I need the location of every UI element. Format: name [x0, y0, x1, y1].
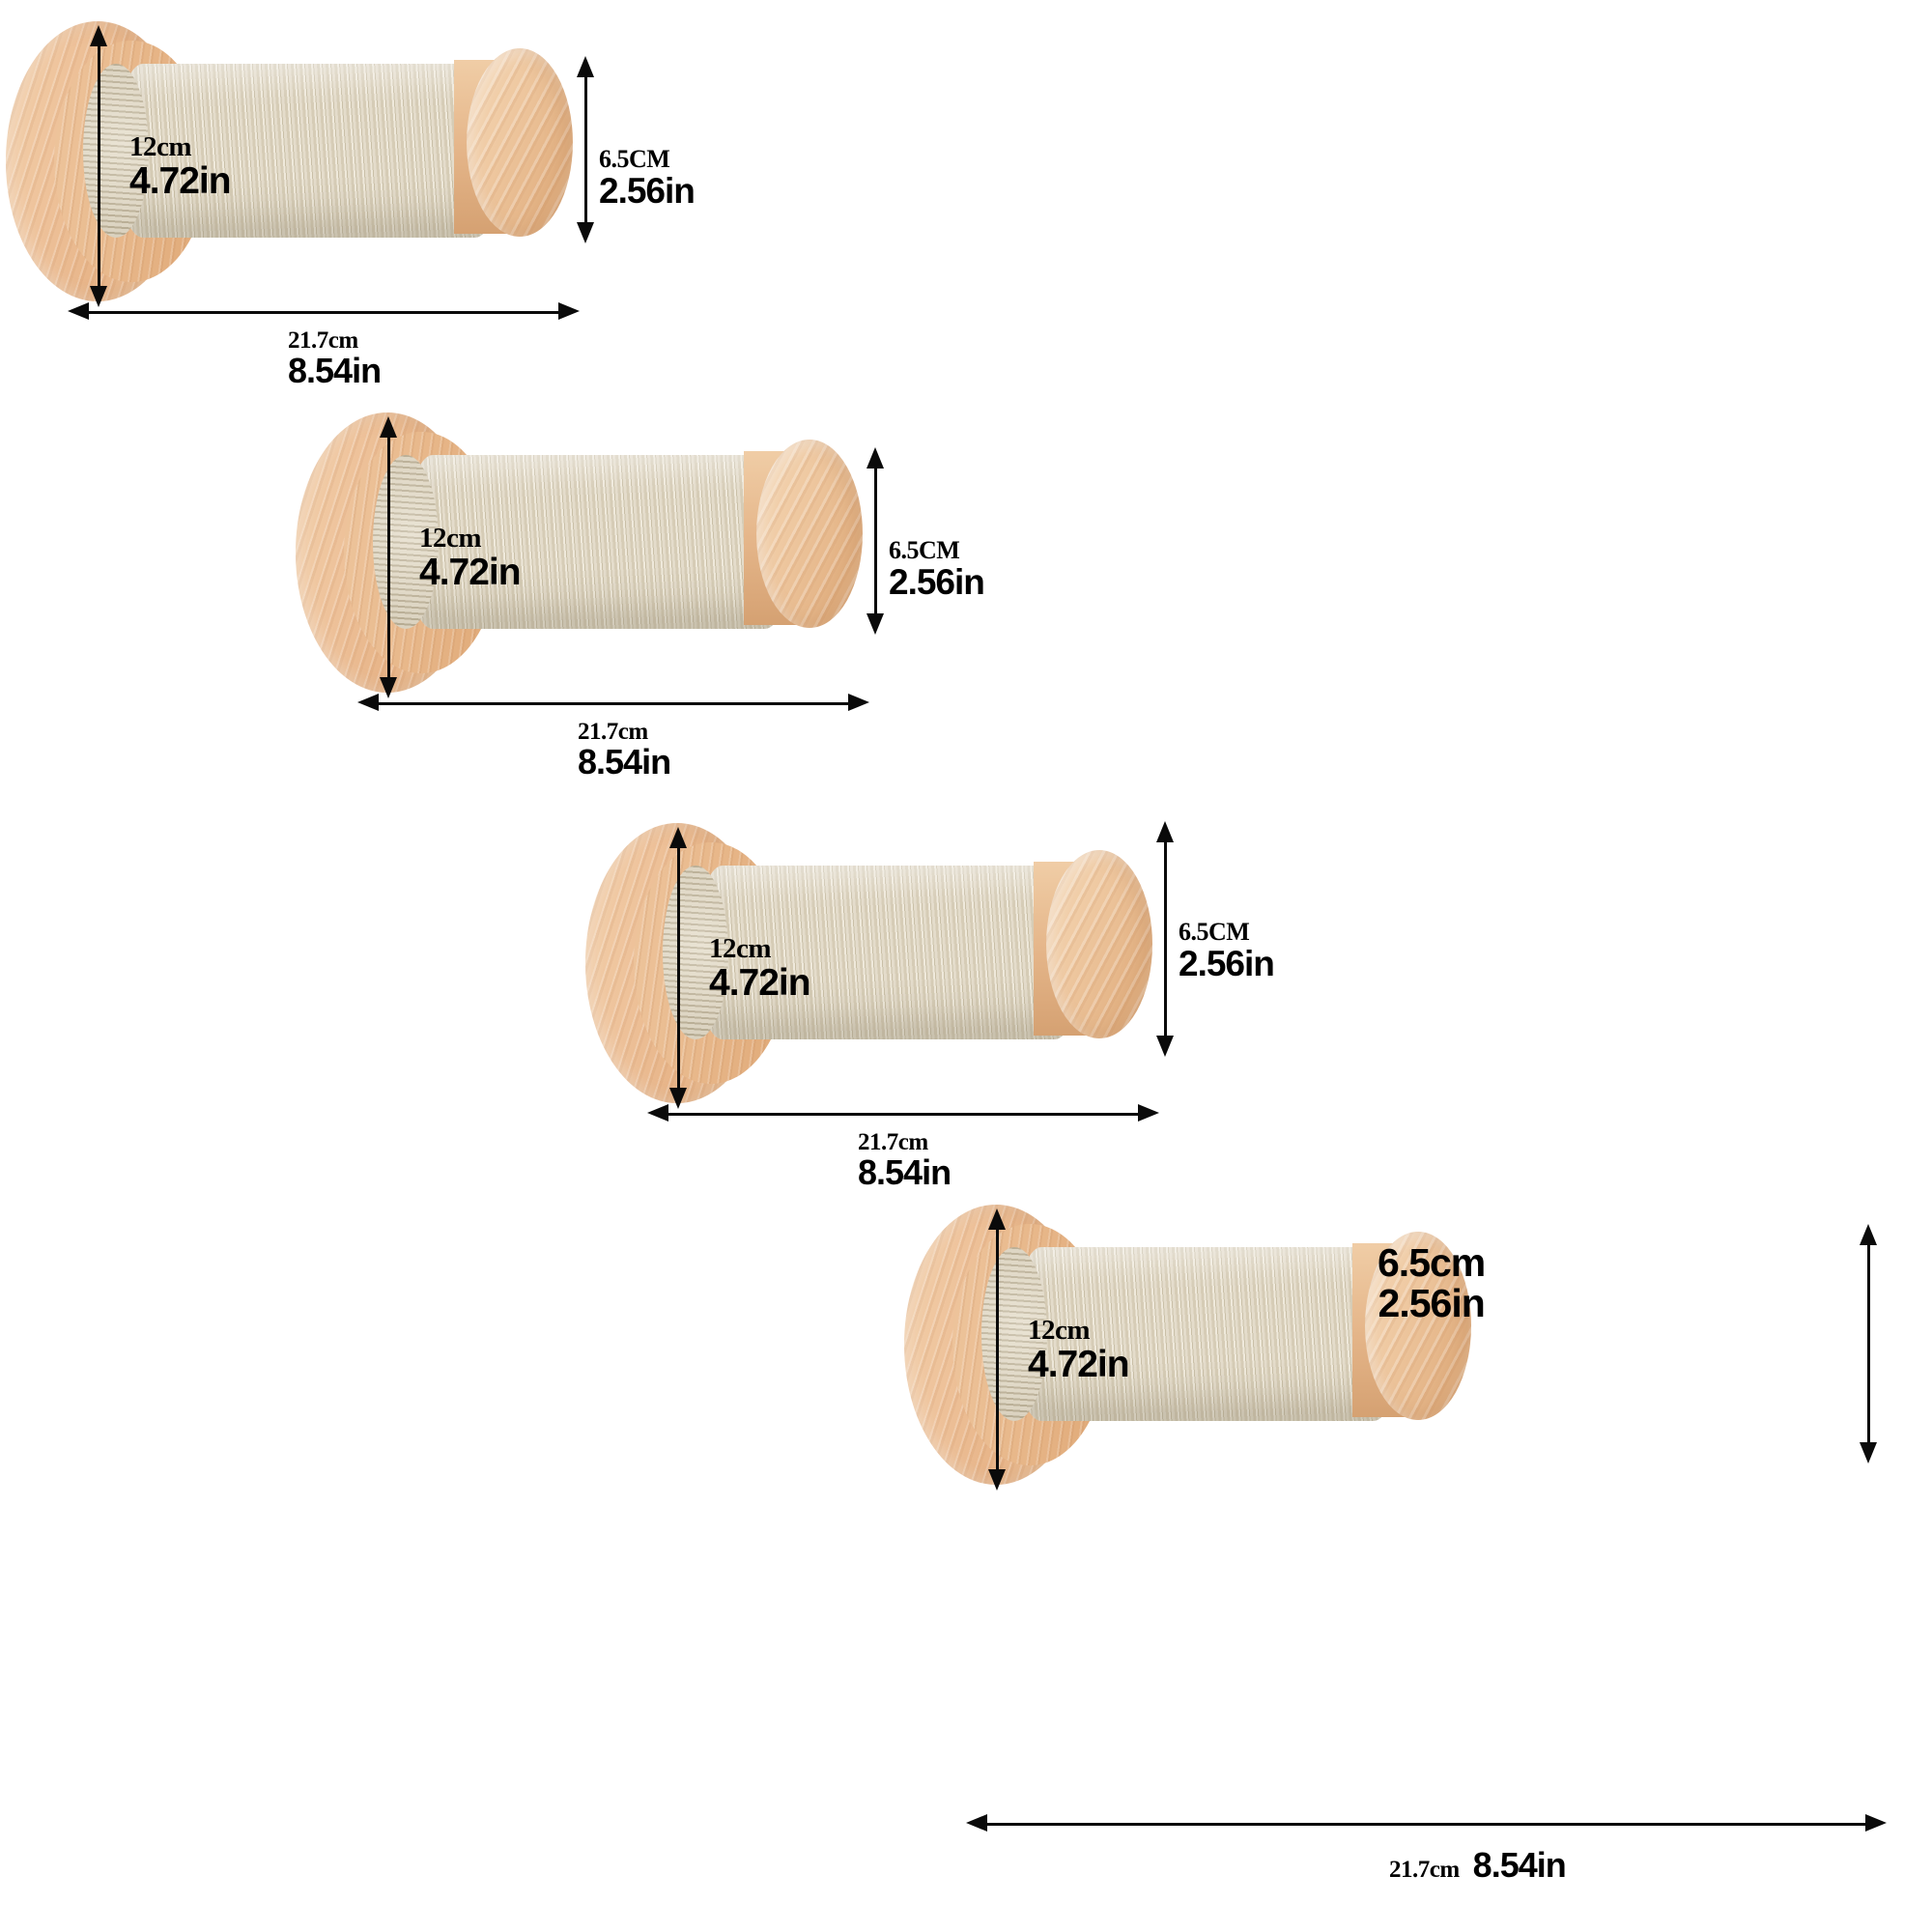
- length-arrowhead-left: [966, 1814, 987, 1832]
- diameter-label-2: 12cm 4.72in: [419, 523, 522, 593]
- endcap-in-value: 2.56in: [1179, 943, 1275, 983]
- endcap-arrowhead-bottom: [867, 613, 884, 635]
- length-arrowhead-right: [1138, 1104, 1159, 1122]
- diameter-cm-value: 12cm: [419, 523, 482, 554]
- length-dimension-line: [983, 1823, 1880, 1826]
- sisal-rope-barrel: [1014, 1247, 1401, 1421]
- sisal-rope-barrel: [696, 866, 1082, 1039]
- length-in-value: 8.54in: [288, 350, 382, 390]
- length-in-value: 8.54in: [578, 741, 671, 781]
- length-cm-value: 21.7cm: [858, 1129, 928, 1155]
- scratcher-unit-2: 12cm 4.72in 6.5CM 2.56in 21.7cm 8.54in: [290, 391, 1082, 894]
- endcap-cm-value: 6.5cm: [1378, 1240, 1486, 1285]
- sisal-rope-barrel: [406, 455, 792, 629]
- length-in-value: 8.54in: [1472, 1845, 1567, 1885]
- diameter-dimension-line: [677, 844, 680, 1097]
- length-arrowhead-right: [1865, 1814, 1887, 1832]
- endcap-cm-value: 6.5CM: [599, 145, 670, 173]
- length-cm-value: 21.7cm: [578, 719, 648, 745]
- length-label-3: 21.7cm 8.54in: [858, 1129, 952, 1192]
- scratcher-unit-1: 12cm 4.72in 6.5CM 2.56in 21.7cm 8.54in: [0, 0, 792, 502]
- endcap-dimension-line: [1164, 840, 1167, 1043]
- scratcher-unit-3: 12cm 4.72in 6.5CM 2.56in 21.7cm 8.54in: [580, 802, 1372, 1304]
- diameter-dimension-line: [98, 43, 100, 296]
- diameter-in-value: 4.72in: [1028, 1343, 1130, 1385]
- endcap-arrowhead-bottom: [1860, 1442, 1877, 1463]
- wood-end-cap: [1365, 1232, 1471, 1420]
- length-dimension-line: [665, 1113, 1152, 1116]
- diameter-in-value: 4.72in: [709, 961, 811, 1004]
- endcap-dimension-line: [584, 75, 587, 230]
- wood-end-cap: [756, 440, 863, 628]
- length-label-2: 21.7cm 8.54in: [578, 719, 671, 781]
- diameter-cm-value: 12cm: [129, 131, 192, 162]
- endcap-in-value: 2.56in: [1378, 1280, 1486, 1325]
- endcap-cm-value: 6.5CM: [1179, 918, 1250, 946]
- wood-end-cap: [467, 48, 573, 237]
- length-label-1: 21.7cm 8.54in: [288, 327, 382, 390]
- length-dimension-line: [85, 311, 573, 314]
- length-cm-value: 21.7cm: [288, 327, 358, 354]
- length-arrowhead-left: [68, 302, 89, 320]
- sisal-rope-end-face: [373, 455, 439, 629]
- diameter-in-value: 4.72in: [419, 551, 522, 593]
- diameter-arrowhead-bottom: [988, 1469, 1006, 1491]
- endcap-in-value: 2.56in: [889, 561, 985, 602]
- endcap-label-4: 6.5cm 2.56in: [1378, 1240, 1486, 1325]
- sisal-rope-barrel: [116, 64, 502, 238]
- diameter-dimension-line: [996, 1226, 999, 1479]
- length-dimension-line: [375, 702, 863, 705]
- scratcher-unit-4: 12cm 4.72in 6.5cm 2.56in 21.7cm 8.54in: [898, 1183, 1932, 1932]
- endcap-cm-value: 6.5CM: [889, 536, 960, 564]
- endcap-arrowhead-bottom: [1156, 1036, 1174, 1057]
- endcap-arrowhead-top: [577, 56, 594, 77]
- diameter-dimension-line: [387, 434, 390, 687]
- diameter-arrowhead-bottom: [380, 677, 397, 698]
- diameter-in-value: 4.72in: [129, 159, 232, 202]
- endcap-arrowhead-bottom: [577, 222, 594, 243]
- diameter-label-3: 12cm 4.72in: [709, 933, 811, 1004]
- diameter-arrowhead-top: [669, 827, 687, 848]
- length-arrowhead-right: [558, 302, 580, 320]
- length-arrowhead-left: [647, 1104, 668, 1122]
- sisal-rope-end-face: [981, 1247, 1047, 1421]
- diameter-arrowhead-top: [90, 25, 107, 46]
- endcap-label-1: 6.5CM 2.56in: [599, 145, 696, 211]
- endcap-in-value: 2.56in: [599, 170, 696, 211]
- diameter-arrowhead-bottom: [669, 1088, 687, 1109]
- length-cm-value: 21.7cm: [1389, 1857, 1460, 1883]
- endcap-arrowhead-top: [1156, 821, 1174, 842]
- diameter-label-1: 12cm 4.72in: [129, 131, 232, 202]
- length-in-value: 8.54in: [858, 1151, 952, 1192]
- length-label-4: 21.7cm 8.54in: [1389, 1845, 1567, 1885]
- diameter-cm-value: 12cm: [1028, 1315, 1091, 1346]
- diameter-arrowhead-top: [988, 1208, 1006, 1230]
- endcap-arrowhead-top: [1860, 1224, 1877, 1245]
- endcap-label-2: 6.5CM 2.56in: [889, 536, 985, 602]
- sisal-rope-end-face: [83, 64, 149, 238]
- endcap-label-3: 6.5CM 2.56in: [1179, 918, 1275, 983]
- diameter-label-4: 12cm 4.72in: [1028, 1315, 1130, 1385]
- diameter-arrowhead-top: [380, 416, 397, 438]
- length-arrowhead-left: [357, 694, 379, 711]
- diameter-cm-value: 12cm: [709, 933, 772, 964]
- endcap-arrowhead-top: [867, 447, 884, 469]
- length-arrowhead-right: [848, 694, 869, 711]
- diameter-arrowhead-bottom: [90, 286, 107, 307]
- endcap-dimension-line: [1867, 1243, 1870, 1451]
- sisal-rope-end-face: [663, 866, 728, 1039]
- wood-end-cap: [1046, 850, 1152, 1038]
- endcap-dimension-line: [874, 467, 877, 621]
